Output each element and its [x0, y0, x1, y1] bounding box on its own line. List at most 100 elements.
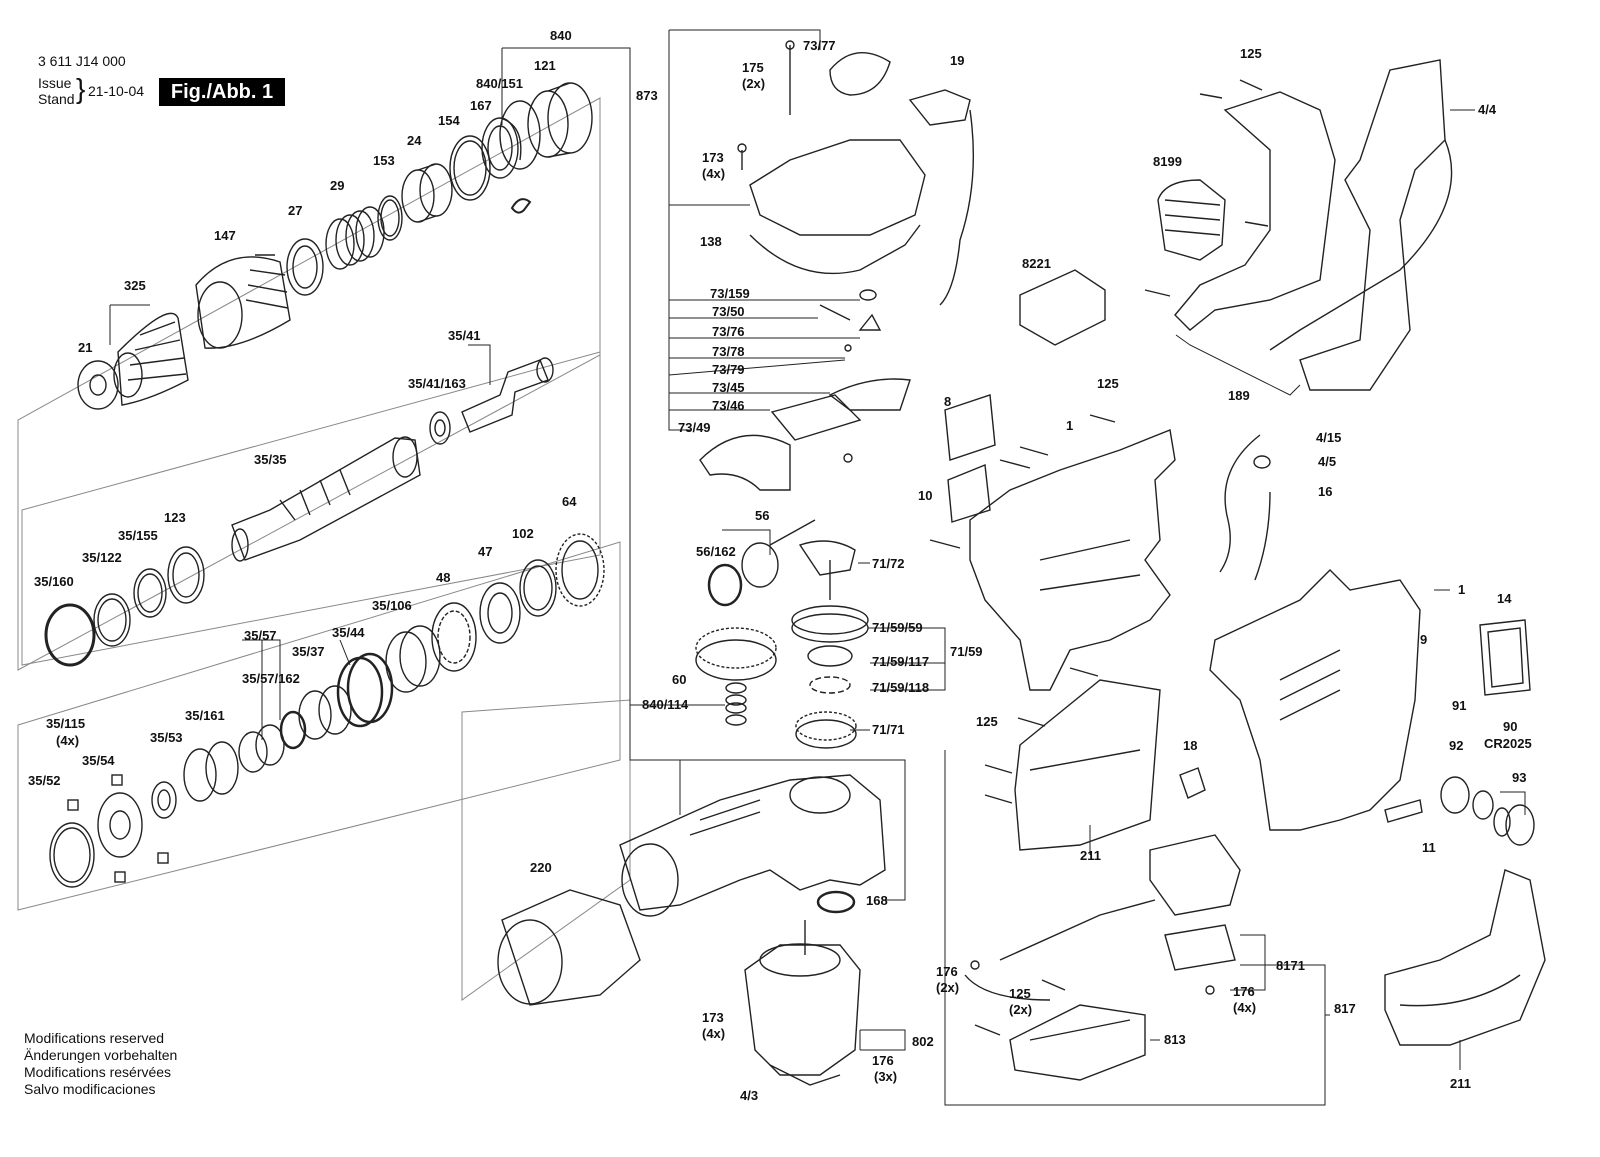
stator-802 — [744, 920, 861, 1086]
callout-35-122: 35/122 — [82, 550, 122, 565]
callout-11: 11 — [1422, 840, 1436, 855]
spring-35-44 — [336, 652, 394, 728]
callout-71-59-59: 71/59/59 — [872, 620, 923, 635]
callout-71-72: 71/72 — [872, 556, 905, 571]
callout-35-41-163: 35/41/163 — [408, 376, 466, 391]
shaft-35-41 — [461, 357, 554, 433]
callout-8: 8 — [944, 394, 951, 409]
sleeve-220 — [497, 889, 641, 1006]
callout-56-162: 56/162 — [696, 544, 736, 559]
cover-138 — [749, 139, 926, 275]
note-german: Änderungen vorbehalten — [24, 1047, 178, 1063]
bearing-35-41-163 — [429, 411, 451, 445]
callout-35-44: 35/44 — [332, 625, 365, 640]
callout-73-46: 73/46 — [712, 398, 745, 413]
panel-outline-2 — [21, 351, 601, 666]
knob-92 — [1440, 776, 1470, 814]
callout-1-b: 1 — [1458, 582, 1465, 597]
ring-35-155 — [133, 568, 167, 618]
callout-4-15: 4/15 — [1316, 430, 1341, 445]
bolt-175 — [785, 40, 795, 115]
cable-19 — [908, 89, 975, 306]
callout-123: 123 — [164, 510, 186, 525]
cap-121 — [527, 82, 593, 158]
callout-73-78: 73/78 — [712, 344, 745, 359]
label-14 — [1479, 619, 1531, 696]
callout-125-a: 125 — [1240, 46, 1262, 61]
note-english: Modifications reserved — [24, 1030, 165, 1046]
gear-71-71 — [795, 711, 857, 749]
callout-35-57: 35/57 — [244, 628, 277, 643]
board-813 — [1009, 1004, 1146, 1081]
callout-211-b: 211 — [1450, 1076, 1471, 1091]
callout-35-37: 35/37 — [292, 644, 325, 659]
oring-35-160 — [44, 603, 96, 667]
callout-125-c: 125 — [976, 714, 998, 729]
callout-176-c: 176 — [1233, 984, 1255, 999]
callout-24: 24 — [407, 133, 422, 148]
callout-73-159: 73/159 — [710, 286, 750, 301]
callout-35-57-162: 35/57/162 — [242, 671, 300, 686]
leader-lines — [109, 29, 1526, 1106]
label-11 — [1384, 799, 1423, 823]
callout-93: 93 — [1512, 770, 1526, 785]
callout-840-151: 840/151 — [476, 76, 523, 91]
housing-shell-1-right — [1209, 569, 1421, 831]
ring-35-53 — [151, 781, 177, 819]
modifications-notes: Modifications reserved Änderungen vorbeh… — [24, 1030, 177, 1098]
callout-211-a: 211 — [1080, 848, 1101, 863]
diagram-drawing — [17, 29, 1546, 1106]
callout-73-77: 73/77 — [803, 38, 836, 53]
ring-840-151 — [499, 100, 541, 170]
callout-29: 29 — [330, 178, 344, 193]
battery-cover-211-a — [1014, 679, 1161, 851]
ring-4-5 — [1253, 455, 1271, 469]
callout-3x: (3x) — [874, 1069, 897, 1084]
callout-71-71: 71/71 — [872, 722, 905, 737]
callout-8199: 8199 — [1153, 154, 1182, 169]
callout-817: 817 — [1334, 1001, 1356, 1016]
callout-71-59: 71/59 — [950, 644, 983, 659]
pins-35-115 — [67, 774, 169, 883]
callout-173-b: 173 — [702, 1010, 724, 1025]
ring-102 — [519, 559, 557, 617]
nose-cap-21 — [77, 360, 119, 410]
issue-date: 21-10-04 — [88, 83, 145, 99]
sleeve-147 — [195, 254, 291, 349]
ring-35-52 — [49, 822, 95, 888]
callout-176-a: 176 — [872, 1053, 894, 1068]
callout-220: 220 — [530, 860, 552, 875]
issue-brace: } — [76, 73, 86, 104]
callout-cr2025: CR2025 — [1484, 736, 1532, 751]
callout-8221: 8221 — [1022, 256, 1051, 271]
callout-73-76: 73/76 — [712, 324, 745, 339]
handle-cover-211-b — [1384, 869, 1546, 1046]
bolts-173 — [737, 143, 747, 170]
callout-154: 154 — [438, 113, 460, 128]
callout-73-45: 73/45 — [712, 380, 745, 395]
clip-part — [510, 198, 532, 214]
callout-91: 91 — [1452, 698, 1466, 713]
issue-label: Issue — [38, 75, 72, 91]
electronic-module-817 — [964, 834, 1241, 1001]
bearing-35-161 — [183, 741, 239, 802]
gear-71-72 — [798, 540, 856, 600]
callout-4-5: 4/5 — [1318, 454, 1336, 469]
callout-840-114: 840/114 — [642, 697, 689, 712]
callout-8171: 8171 — [1276, 958, 1305, 973]
callout-802: 802 — [912, 1034, 934, 1049]
callout-4x-c: (4x) — [702, 1026, 725, 1041]
callout-35-41: 35/41 — [448, 328, 481, 343]
callout-1-a: 1 — [1066, 418, 1073, 433]
callout-14: 14 — [1497, 591, 1512, 606]
callout-2x-b: (2x) — [936, 980, 959, 995]
switch-18 — [1179, 767, 1206, 799]
label-10 — [947, 464, 991, 523]
callout-840: 840 — [550, 28, 572, 43]
callout-35-53: 35/53 — [150, 730, 183, 745]
callout-labels: 840 840/151 121 167 154 24 153 29 27 147… — [28, 28, 1532, 1103]
clutch-48 — [431, 602, 477, 672]
callout-176-b: 176 — [936, 964, 958, 979]
ring-153 — [377, 195, 403, 241]
